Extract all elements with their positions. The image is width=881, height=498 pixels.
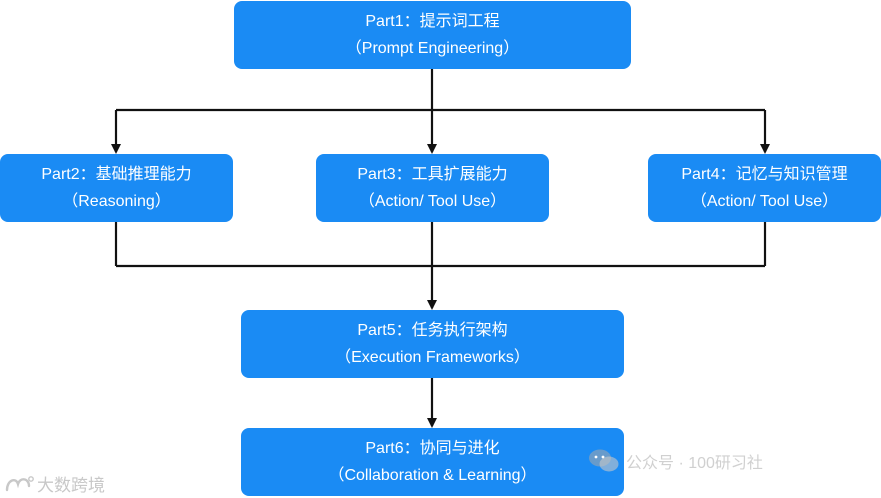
node-part5-subtitle: （Execution Frameworks） xyxy=(335,349,530,366)
watermark-left: 大数跨境 xyxy=(4,471,105,496)
node-part2: Part2：基础推理能力 （Reasoning） xyxy=(0,154,233,222)
node-part1-subtitle: （Prompt Engineering） xyxy=(345,40,520,57)
watermark-right: 公众号 · 100研习社 xyxy=(588,448,763,474)
node-part4-title: Part4：记忆与知识管理 xyxy=(681,166,848,183)
node-part1: Part1：提示词工程 （Prompt Engineering） xyxy=(234,1,631,69)
watermark-left-text: 大数跨境 xyxy=(37,476,105,495)
node-part6-subtitle: （Collaboration & Learning） xyxy=(328,467,537,484)
node-part6-title: Part6：协同与进化 xyxy=(365,440,500,457)
node-part3: Part3：工具扩展能力 （Action/ Tool Use） xyxy=(316,154,549,222)
wechat-icon xyxy=(589,449,619,472)
watermark-right-text: 公众号 · 100研习社 xyxy=(626,455,763,472)
node-part5-title: Part5：任务执行架构 xyxy=(357,322,508,339)
node-part2-title: Part2：基础推理能力 xyxy=(41,166,192,183)
node-part4: Part4：记忆与知识管理 （Action/ Tool Use） xyxy=(648,154,881,222)
node-part3-subtitle: （Action/ Tool Use） xyxy=(358,193,507,210)
node-part5: Part5：任务执行架构 （Execution Frameworks） xyxy=(241,310,624,378)
node-part1-title: Part1：提示词工程 xyxy=(365,13,500,30)
node-part6: Part6：协同与进化 （Collaboration & Learning） xyxy=(241,428,624,496)
brand-logo-icon xyxy=(5,475,34,491)
node-part4-subtitle: （Action/ Tool Use） xyxy=(690,193,839,210)
node-part3-title: Part3：工具扩展能力 xyxy=(357,166,508,183)
node-part2-subtitle: （Reasoning） xyxy=(62,193,171,210)
